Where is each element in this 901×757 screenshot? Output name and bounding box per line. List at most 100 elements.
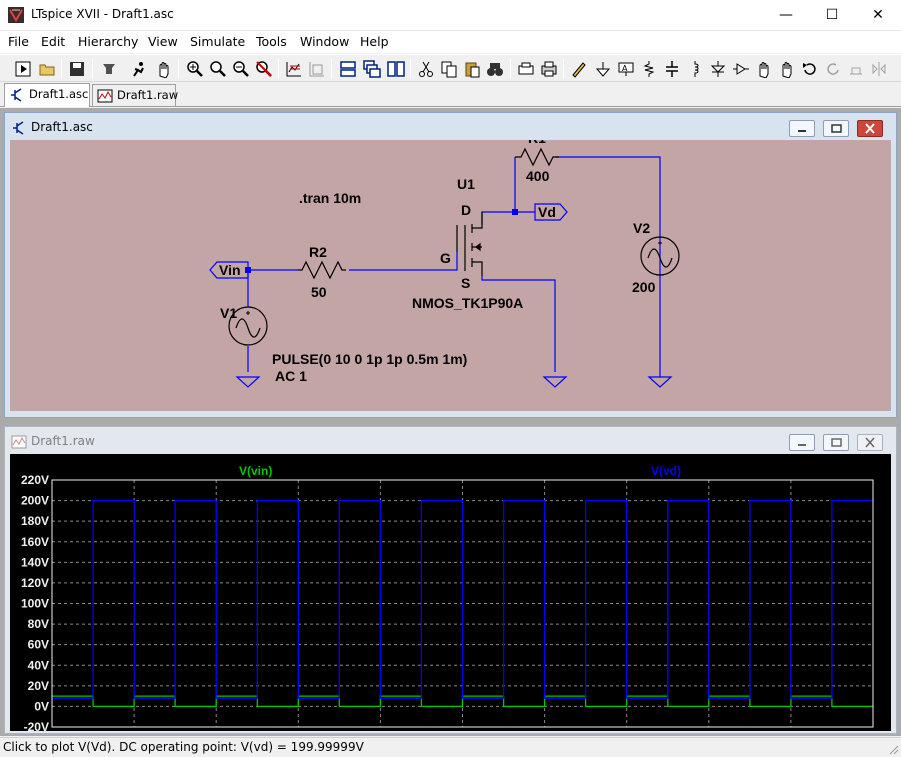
vd-net-label[interactable]: [534, 203, 568, 221]
resistor-icon[interactable]: [640, 60, 658, 78]
y-tick-label: 60V: [28, 638, 49, 652]
y-tick-label: 20V: [28, 679, 49, 693]
vd-label-text: Vd: [538, 204, 556, 220]
menu-simulate[interactable]: Simulate: [190, 34, 246, 49]
label-net-icon[interactable]: A: [617, 60, 635, 78]
copy-icon[interactable]: [440, 60, 458, 78]
y-tick-label: 220V: [21, 473, 49, 487]
resize-grip-icon[interactable]: [887, 743, 899, 755]
plot-background: [10, 454, 891, 731]
trace-vin-label[interactable]: V(vin): [239, 464, 272, 478]
component-icon[interactable]: [732, 60, 750, 78]
ground-icon[interactable]: [594, 60, 612, 78]
v2-source[interactable]: [640, 236, 680, 276]
u1-nmos[interactable]: [456, 212, 483, 276]
toolbar: A: [0, 54, 901, 82]
tile-vertical-icon[interactable]: [387, 60, 405, 78]
y-tick-label: 140V: [21, 555, 49, 569]
print-preview-icon[interactable]: [517, 60, 535, 78]
waveform-minimize-button[interactable]: [789, 434, 815, 451]
cascade-icon[interactable]: [363, 60, 381, 78]
r1-ref: R1: [528, 140, 546, 146]
r2-value: 50: [311, 284, 327, 300]
schematic-minimize-button[interactable]: [789, 120, 815, 137]
redo-icon[interactable]: [824, 60, 842, 78]
find-icon[interactable]: [486, 60, 504, 78]
control-panel-icon[interactable]: [100, 60, 118, 78]
tran-directive[interactable]: .tran 10m: [299, 190, 361, 206]
rotate-icon[interactable]: [847, 60, 865, 78]
cut-icon[interactable]: [417, 60, 435, 78]
pin-d-label: D: [461, 202, 471, 218]
probe-icon[interactable]: [308, 60, 326, 78]
v1-source[interactable]: [228, 306, 268, 346]
trace-vd[interactable]: [52, 499, 873, 699]
close-button[interactable]: ✕: [872, 7, 884, 23]
drag-icon[interactable]: [778, 60, 796, 78]
waveform-close-button[interactable]: [857, 434, 883, 451]
menu-view[interactable]: View: [148, 34, 178, 49]
r1-resistor[interactable]: [515, 147, 559, 167]
undo-icon[interactable]: [801, 60, 819, 78]
menu-tools[interactable]: Tools: [256, 34, 287, 49]
u1-model: NMOS_TK1P90A: [412, 295, 523, 311]
zoom-in-icon[interactable]: [186, 60, 204, 78]
schematic-icon: [13, 121, 24, 135]
ground-symbol[interactable]: [235, 376, 261, 388]
r1-value: 400: [526, 168, 550, 184]
trace-vin[interactable]: [52, 695, 873, 708]
tab-label: Draft1.asc: [29, 87, 89, 101]
capacitor-icon[interactable]: [663, 60, 681, 78]
maximize-button[interactable]: ☐: [825, 7, 839, 23]
inductor-icon[interactable]: [686, 60, 704, 78]
ground-symbol[interactable]: [542, 376, 568, 388]
new-schematic-icon[interactable]: [14, 60, 32, 78]
save-icon[interactable]: [68, 60, 86, 78]
menu-file[interactable]: File: [8, 34, 29, 49]
vin-net-label[interactable]: [209, 261, 249, 279]
schematic-window-title: Draft1.asc: [31, 120, 93, 134]
tile-horizontal-icon[interactable]: [339, 60, 357, 78]
status-bar: Click to plot V(Vd). DC operating point:…: [0, 737, 901, 757]
menu-hierarchy[interactable]: Hierarchy: [78, 34, 139, 49]
zoom-out-icon[interactable]: [232, 60, 250, 78]
y-tick-label: 180V: [21, 514, 49, 528]
ground-symbol[interactable]: [647, 376, 673, 388]
y-tick-label: 0V: [34, 699, 49, 713]
print-icon[interactable]: [540, 60, 558, 78]
svg-text:A: A: [622, 64, 628, 73]
minimize-button[interactable]: —: [779, 7, 793, 23]
zoom-fit-icon[interactable]: [255, 60, 273, 78]
schematic-restore-button[interactable]: [823, 120, 849, 137]
menu-edit[interactable]: Edit: [41, 34, 66, 49]
r2-resistor[interactable]: [298, 260, 346, 280]
trace-vd-label[interactable]: V(vd): [651, 464, 681, 478]
autorange-icon[interactable]: [285, 60, 303, 78]
open-icon[interactable]: [38, 60, 56, 78]
tab-draft1-asc[interactable]: Draft1.asc: [4, 83, 90, 107]
draw-wire-icon[interactable]: [570, 60, 588, 78]
paste-icon[interactable]: [463, 60, 481, 78]
halt-icon[interactable]: [155, 60, 173, 78]
status-text: Click to plot V(Vd). DC operating point:…: [3, 740, 364, 754]
y-tick-label: 80V: [28, 617, 49, 631]
mirror-icon[interactable]: [870, 60, 888, 78]
run-icon[interactable]: [130, 60, 148, 78]
menu-window[interactable]: Window: [300, 34, 350, 49]
menu-help[interactable]: Help: [360, 34, 389, 49]
diode-icon[interactable]: [709, 60, 727, 78]
move-icon[interactable]: [755, 60, 773, 78]
tab-draft1-raw[interactable]: Draft1.raw: [92, 84, 178, 106]
y-tick-label: 160V: [21, 535, 49, 549]
v1-ac: AC 1: [275, 368, 307, 384]
schematic-canvas[interactable]: R1 400 R2 50 U1 D G S NMOS_TK1P90A .tran…: [10, 140, 891, 411]
zoom-rubber-icon[interactable]: [209, 60, 227, 78]
waveform-plot[interactable]: V(vin) V(vd) 220V200V180V160V140V120V100…: [10, 454, 891, 731]
vin-label-text: Vin: [219, 262, 241, 278]
menu-bar: File Edit Hierarchy View Simulate Tools …: [0, 31, 901, 53]
schematic-close-button[interactable]: [857, 120, 883, 137]
v1-ref: V1: [220, 305, 237, 321]
y-tick-label: -20V: [24, 720, 49, 731]
u1-ref: U1: [457, 176, 475, 192]
waveform-restore-button[interactable]: [823, 434, 849, 451]
